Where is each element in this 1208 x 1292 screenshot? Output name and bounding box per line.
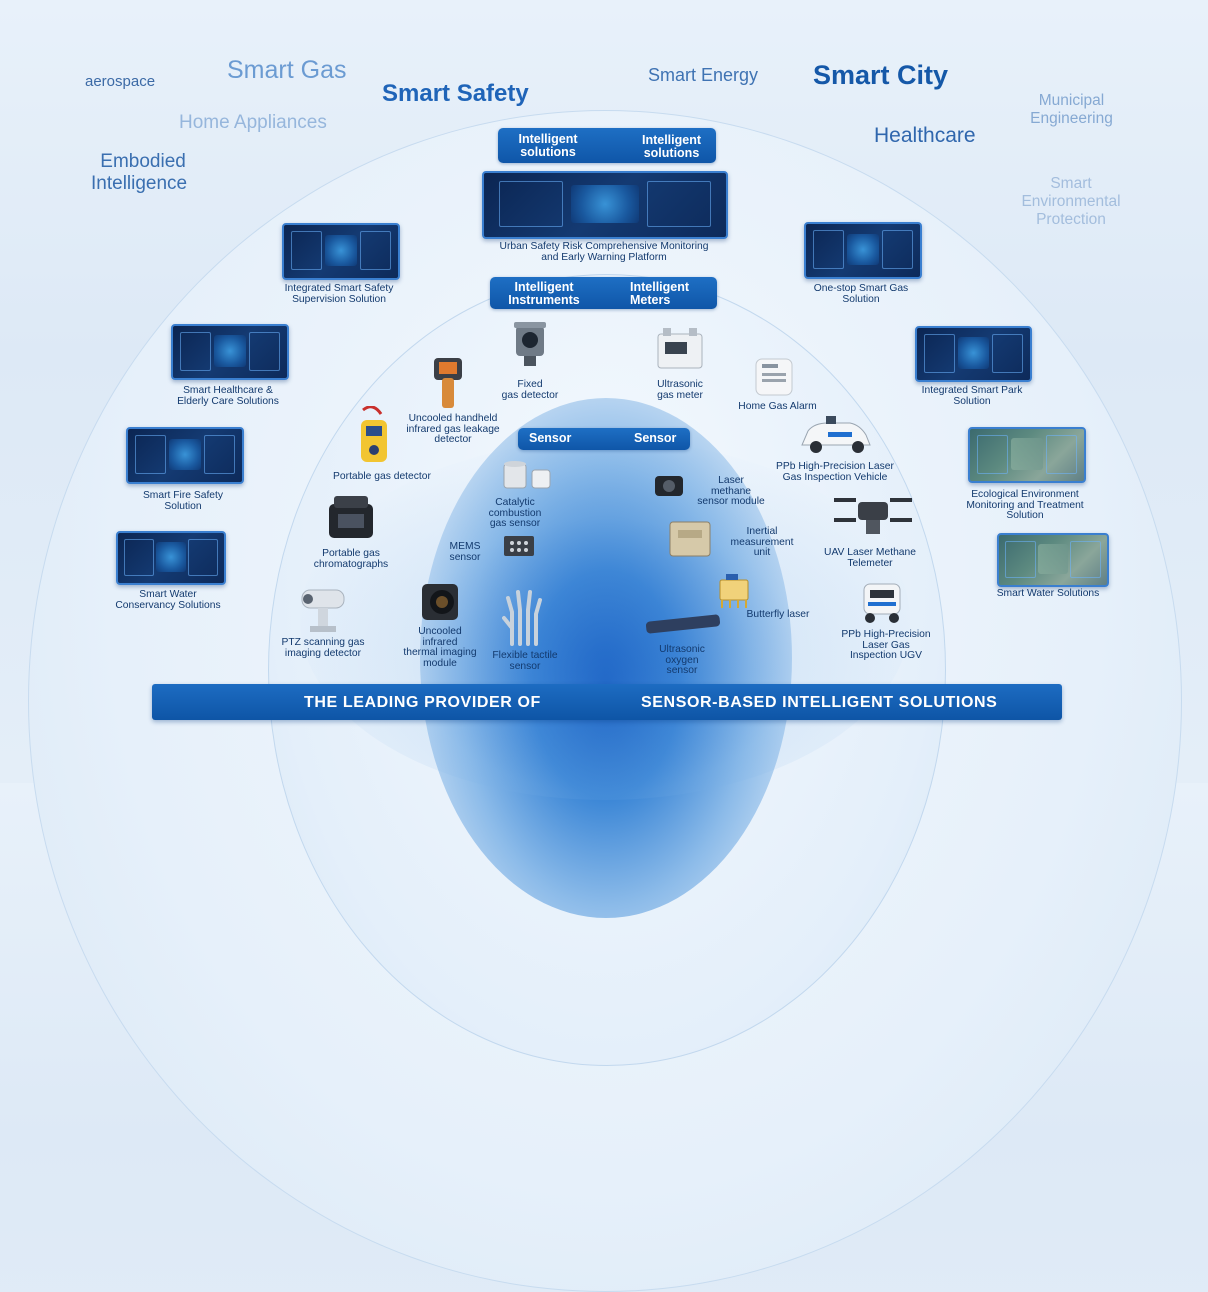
app-smart-safety: Smart Safety (382, 80, 529, 107)
app-municipal: Municipal Engineering (1030, 92, 1113, 127)
park-screen (915, 326, 1032, 382)
app-smart-gas: Smart Gas (227, 56, 347, 84)
app-embodied: Embodied Intelligence (91, 151, 188, 194)
uav-icon (834, 498, 912, 534)
blue-glow (300, 440, 910, 800)
tagline-left: THE LEADING PROVIDER OF (304, 694, 541, 711)
portable-detector-icon (361, 406, 387, 462)
app-environmental: Smart Environmental Protection (1021, 175, 1121, 228)
laser-methane-icon (655, 476, 683, 496)
inspection-vehicle-icon (801, 416, 871, 453)
portable-caption: Portable gas detector (333, 471, 431, 482)
imu-icon (669, 521, 711, 557)
gas-alarm-icon (755, 358, 793, 396)
tier-sensor: Sensor Sensor (518, 428, 690, 450)
platform-screen (482, 171, 728, 239)
tier-intelligent-solutions: Intelligent solutions Intelligent soluti… (498, 128, 716, 163)
chromatograph-icon (329, 496, 373, 538)
platform-caption: Urban Safety Risk Comprehensive Monitori… (499, 241, 709, 263)
fire-screen (126, 427, 244, 484)
safety-screen (282, 223, 400, 280)
gas-meter-icon (657, 328, 703, 369)
tagline-right: SENSOR-BASED INTELLIGENT SOLUTIONS (641, 694, 998, 711)
catalytic-sensor-icon (503, 461, 551, 489)
healthcare-screen (171, 324, 289, 380)
app-smart-city: Smart City (813, 60, 949, 90)
ir-detector-icon (434, 358, 462, 408)
ugv-icon (863, 583, 901, 623)
thermal-module-icon (422, 584, 458, 620)
tagline-banner: THE LEADING PROVIDER OF SENSOR-BASED INT… (152, 684, 1062, 720)
app-smart-energy: Smart Energy (648, 65, 759, 85)
ecology-screen (968, 427, 1086, 483)
butterfly-caption: Butterfly laser (746, 609, 810, 620)
butterfly-laser-icon (719, 574, 749, 608)
app-home-appliances: Home Appliances (179, 112, 327, 133)
water-screen (997, 533, 1109, 587)
tier-intelligent-instruments: Intelligent Instruments Intelligent Mete… (490, 277, 717, 309)
app-aerospace: aerospace (85, 73, 156, 90)
alarm-caption: Home Gas Alarm (738, 401, 817, 412)
healthcare-caption: Smart Healthcare &Elderly Care Solutions (177, 385, 279, 407)
water-caption: Smart Water Solutions (996, 588, 1100, 599)
ptz-detector-icon (301, 589, 345, 632)
fixed-detector-icon (514, 322, 546, 366)
tactile-sensor-icon (502, 590, 542, 646)
water-cons-screen (116, 531, 226, 585)
mems-sensor-icon (504, 536, 534, 556)
app-healthcare: Healthcare (874, 124, 976, 147)
gas-screen (804, 222, 922, 279)
oxygen-sensor-icon (645, 614, 721, 634)
